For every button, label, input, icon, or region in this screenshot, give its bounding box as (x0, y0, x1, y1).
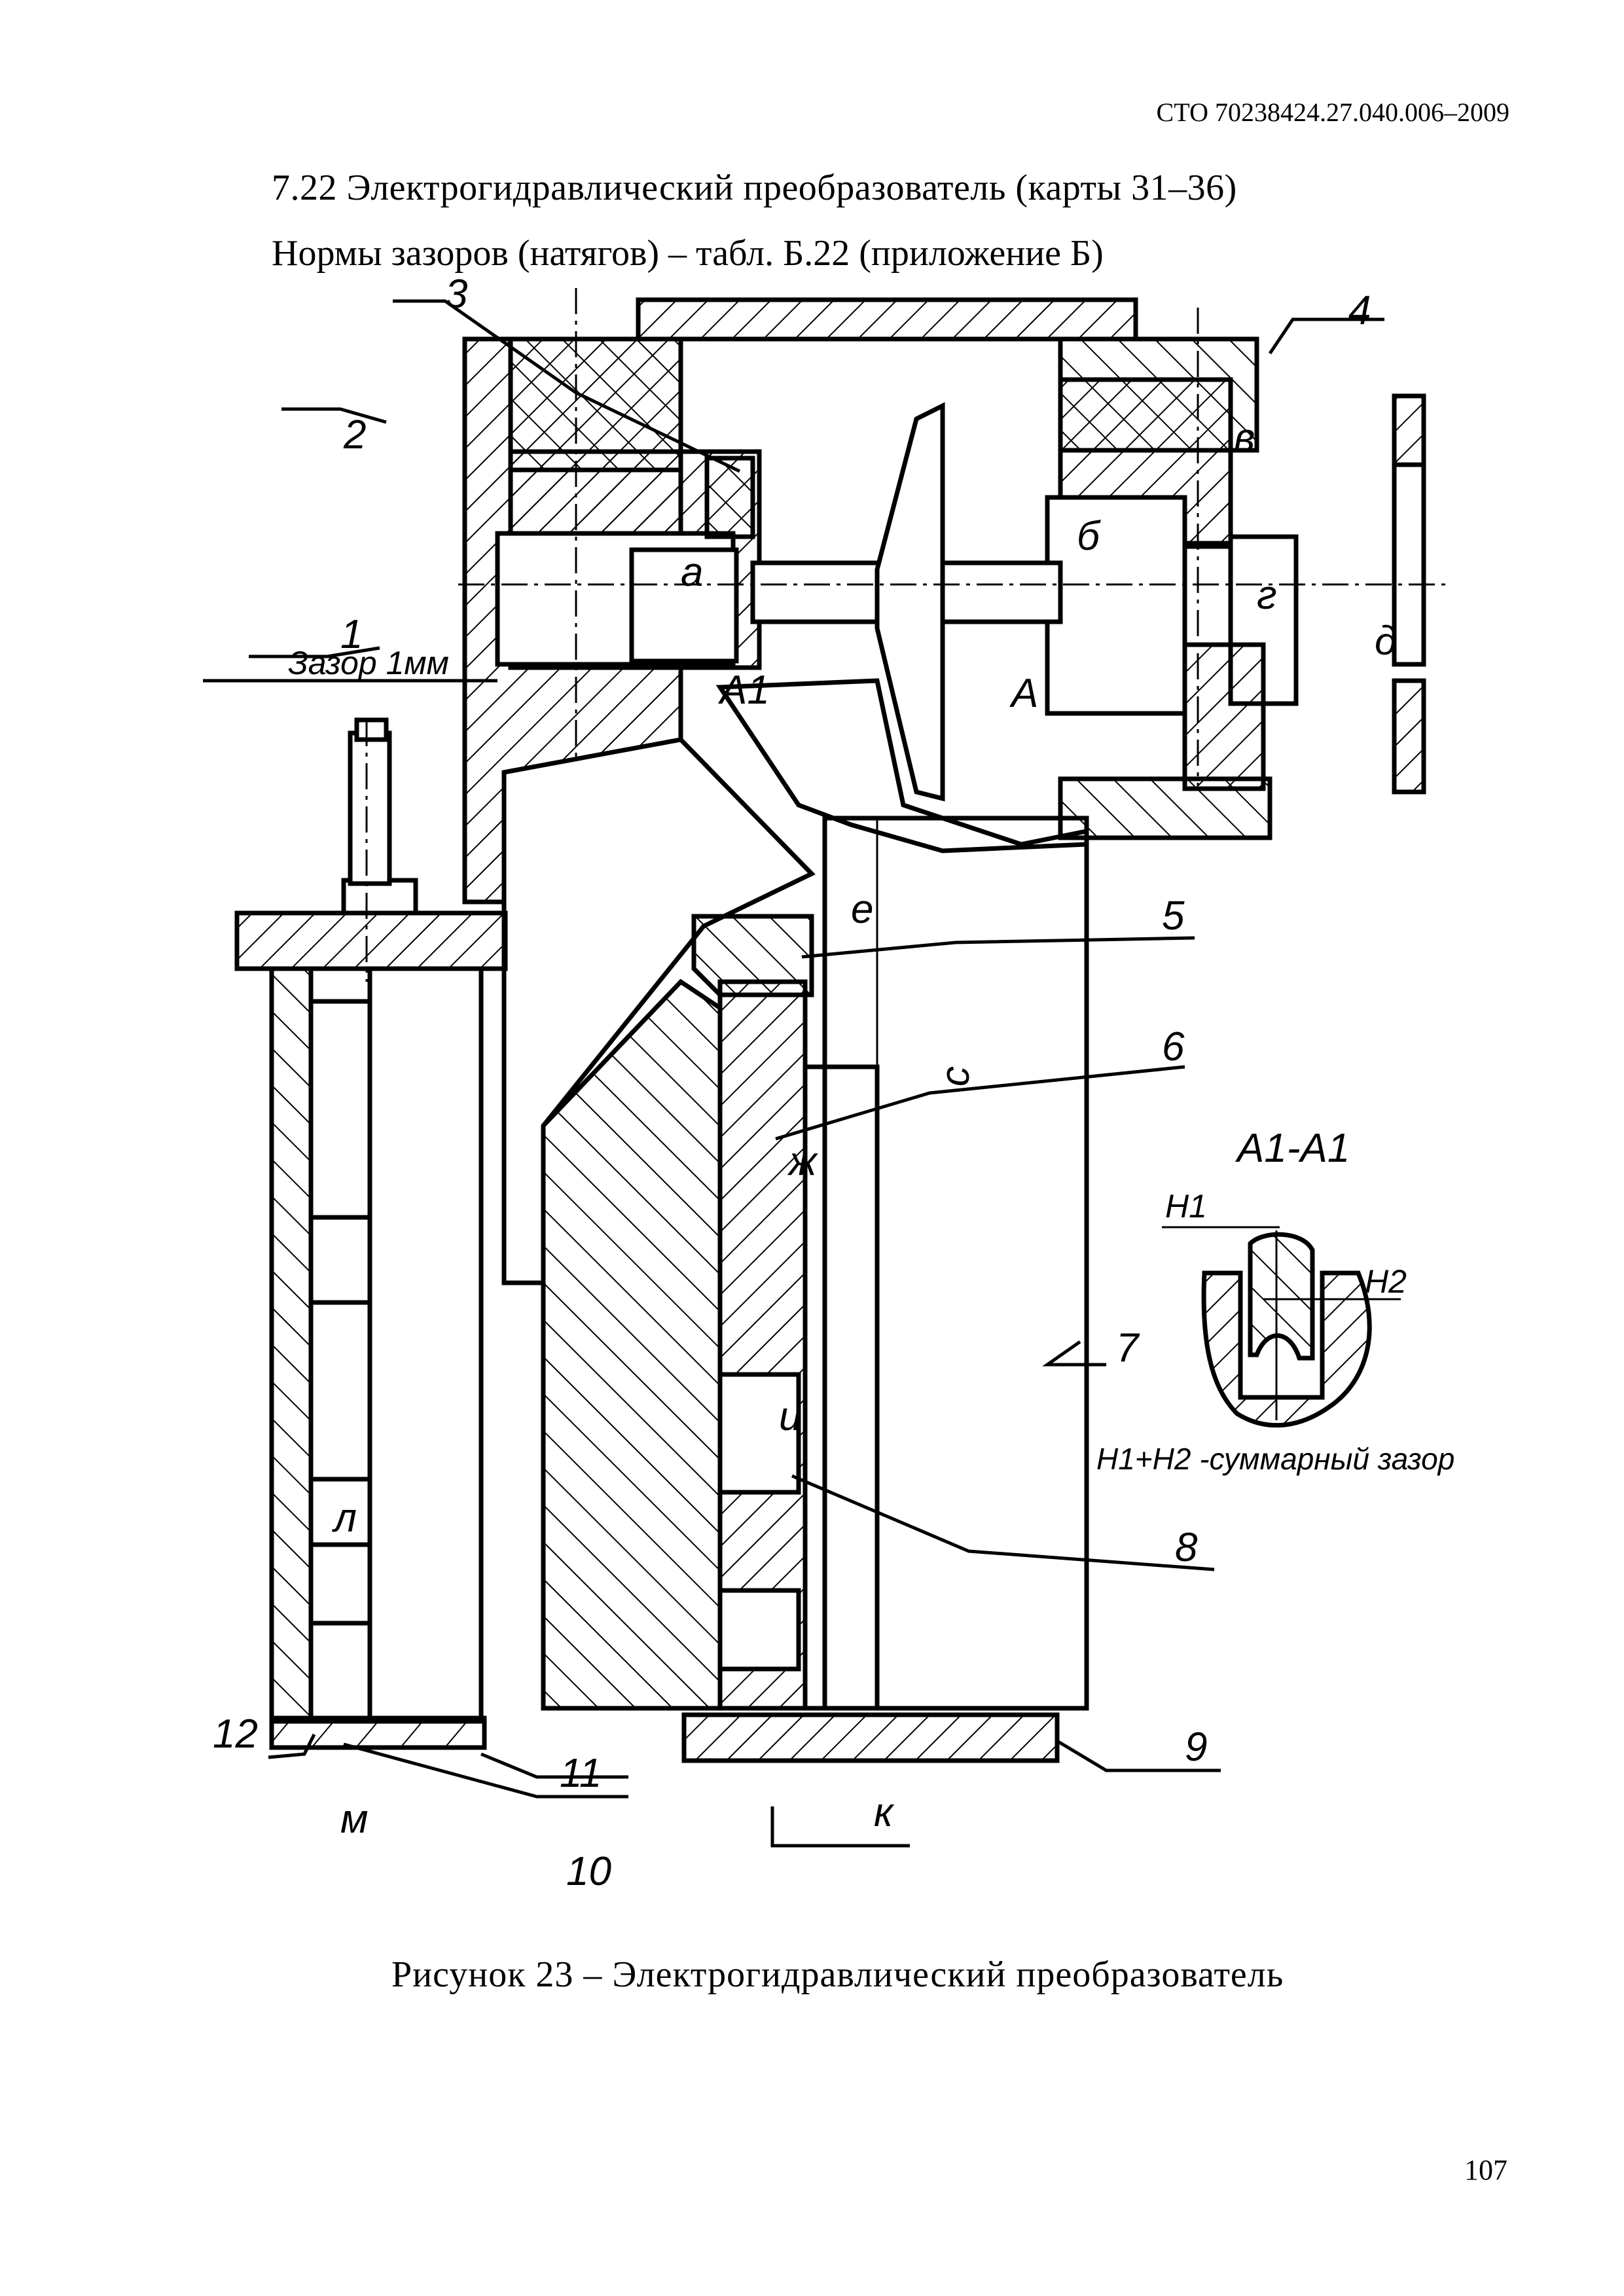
gap-label-v: в (1234, 416, 1255, 461)
document-code: СТО 70238424.27.040.006–2009 (1156, 98, 1509, 127)
h1-label: Н1 (1165, 1188, 1207, 1225)
section-mark-a: А (1009, 671, 1038, 716)
part-label-10: 10 (566, 1849, 611, 1894)
lower-housing (501, 737, 1089, 1763)
gap-label-b: б (1077, 514, 1101, 559)
section-view-title: А1-А1 (1235, 1126, 1350, 1171)
part-label-6: 6 (1162, 1024, 1185, 1069)
gap-label-k: к (874, 1790, 895, 1835)
part-label-9: 9 (1185, 1725, 1207, 1770)
gap-label-a: а (681, 550, 703, 595)
part-label-7: 7 (1116, 1325, 1140, 1371)
gap-label-l: л (332, 1496, 357, 1541)
gap-label-e: е (851, 887, 873, 932)
part-label-8: 8 (1175, 1525, 1198, 1570)
section-title: 7.22 Электрогидравлический преобразовате… (272, 168, 1237, 208)
section-mark-a1: А1 (717, 668, 770, 713)
figure-caption: Рисунок 23 – Электрогидравлический преоб… (391, 1954, 1284, 1995)
page-number: 107 (1464, 2154, 1507, 2186)
total-gap-note: Н1+Н2 -суммарный зазор (1096, 1442, 1454, 1476)
left-cylinder (234, 717, 508, 1750)
gap-note-1mm: Зазор 1мм (288, 645, 449, 681)
gap-label-zh: ж (787, 1139, 818, 1184)
part-label-11: 11 (560, 1751, 602, 1796)
norms-reference: Нормы зазоров (натягов) – табл. Б.22 (пр… (272, 233, 1104, 274)
part-label-1: 1 (340, 612, 363, 657)
part-label-4: 4 (1348, 288, 1371, 333)
part-label-12: 12 (213, 1712, 258, 1757)
part-label-2: 2 (343, 412, 366, 457)
upper-housing (458, 288, 1447, 905)
gap-labels: а б в г д е с ж и к л м А1 А Зазор 1мм (288, 416, 1397, 1842)
leader-lines (203, 299, 1384, 1848)
part-labels: 1 2 3 4 5 6 7 8 9 10 11 12 (213, 272, 1371, 1894)
gap-label-i: и (779, 1394, 801, 1439)
part-label-3: 3 (445, 272, 467, 317)
h2-label: Н2 (1365, 1263, 1407, 1300)
gap-label-m: м (340, 1797, 369, 1842)
section-view-a1 (1162, 1226, 1401, 1428)
part-label-5: 5 (1162, 893, 1185, 939)
gap-label-s: с (933, 1066, 978, 1086)
section-view-labels: А1-А1 Н1 Н2 Н1+Н2 -суммарный зазор (1096, 1126, 1454, 1476)
gap-label-g: г (1257, 573, 1277, 618)
gap-label-d: д (1375, 619, 1397, 664)
